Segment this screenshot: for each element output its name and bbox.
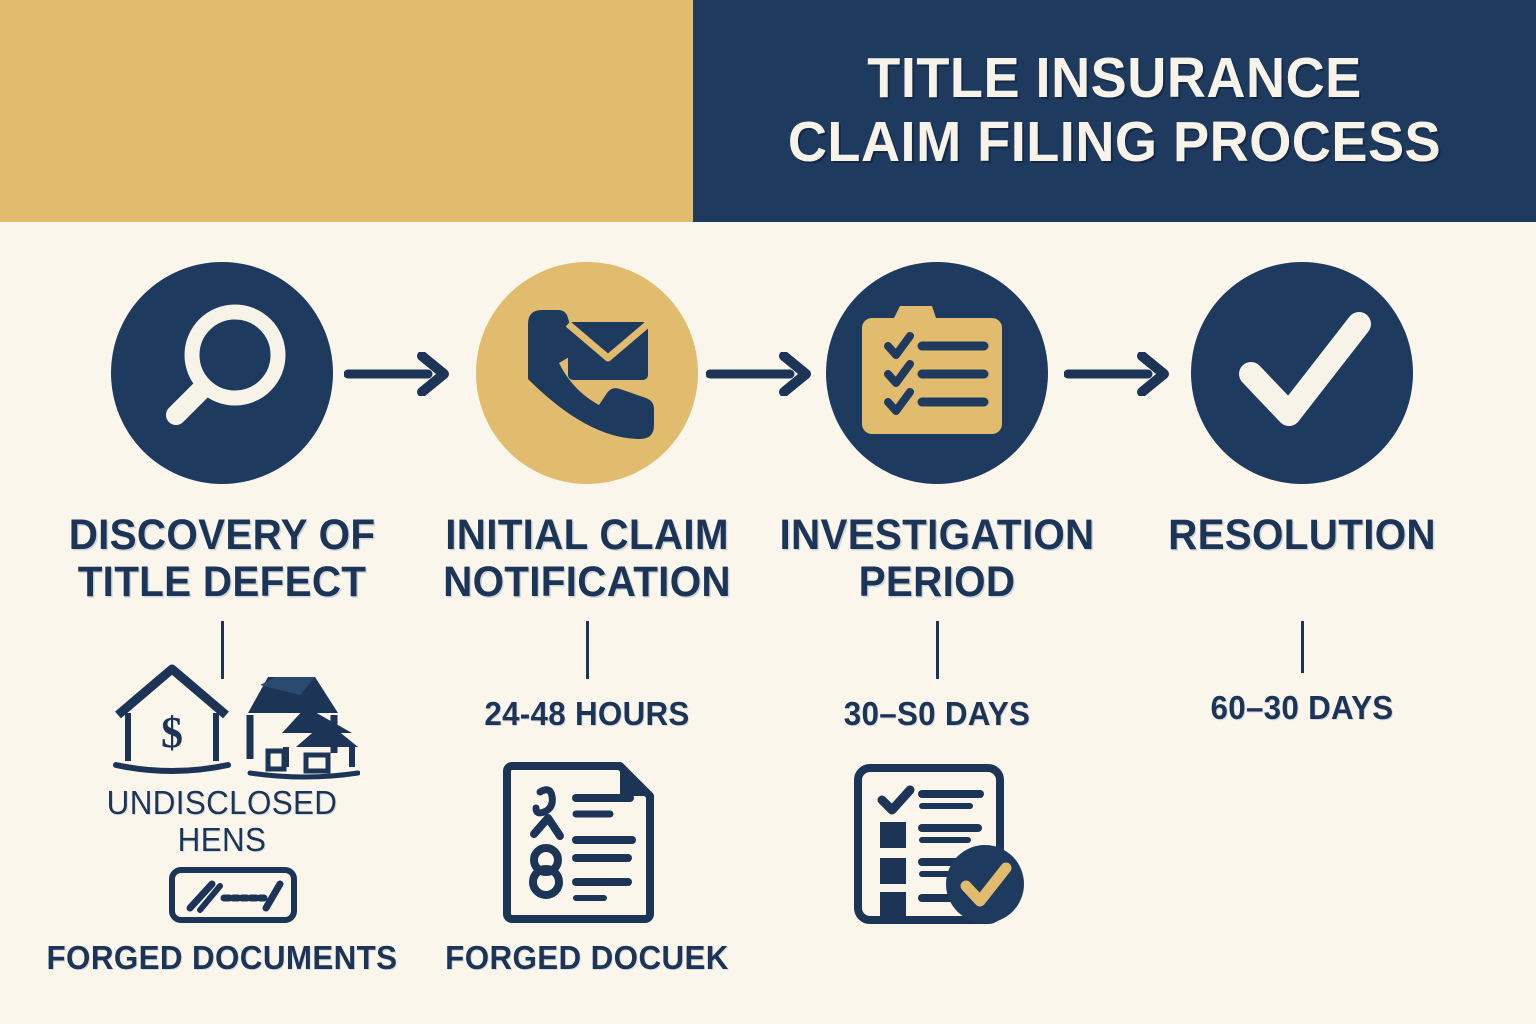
step-discovery-of-title-defect: DISCOVERY OF TITLE DEFECT bbox=[52, 262, 392, 679]
step-3-label-line-1: INVESTIGATION bbox=[779, 511, 1095, 559]
step-1-sublabel-2-text: FORGED DOCUMENTS bbox=[46, 939, 398, 976]
header-banner: TITLE INSURANCE CLAIM FILING PROCESS bbox=[0, 0, 1536, 222]
step-2-connector-tick bbox=[585, 620, 589, 679]
step-3-label: INVESTIGATION PERIOD bbox=[777, 511, 1097, 607]
arrow-right-icon bbox=[1063, 351, 1176, 397]
page-title-line-2: CLAIM FILING PROCESS bbox=[787, 110, 1442, 174]
step-1-label-line-1: DISCOVERY OF bbox=[68, 511, 376, 559]
header-navy-band bbox=[693, 0, 1536, 222]
step-3-duration: 30–S0 DAYS bbox=[843, 694, 1031, 732]
page-title: TITLE INSURANCE CLAIM FILING PROCESS bbox=[714, 0, 1515, 222]
step-1-icon-circle bbox=[111, 262, 333, 484]
step-4-label-line-1: RESOLUTION bbox=[1168, 511, 1436, 559]
step-2-duration: 24-48 HOURS bbox=[484, 694, 690, 732]
step-1-label: DISCOVERY OF TITLE DEFECT bbox=[62, 511, 382, 607]
step-2-sublabel-forged-docuek: FORGED DOCUEK bbox=[407, 939, 768, 977]
step-1-connector-tick bbox=[220, 620, 224, 679]
step-2-sublabel-text: FORGED DOCUEK bbox=[445, 939, 729, 976]
phone-envelope-icon bbox=[528, 310, 654, 439]
page-title-line-1: TITLE INSURANCE bbox=[867, 46, 1362, 111]
step-4-icon-circle bbox=[1191, 262, 1413, 484]
step-3-icon-circle bbox=[826, 262, 1048, 484]
arrow-right-icon bbox=[705, 351, 818, 397]
step-2-icon-circle bbox=[476, 262, 698, 484]
step-resolution: RESOLUTION 60–30 DAYS bbox=[1132, 262, 1472, 727]
step-2-label-line-2: NOTIFICATION bbox=[443, 558, 731, 607]
signature-box-icon bbox=[168, 866, 298, 929]
step-2-label: INITIAL CLAIM NOTIFICATION bbox=[427, 511, 747, 607]
step-2-label-line-1: INITIAL CLAIM bbox=[445, 511, 729, 559]
step-3-label-line-2: PERIOD bbox=[858, 558, 1016, 607]
checkmark-icon bbox=[1239, 312, 1371, 426]
step-1-sublabel-line-1: UNDISCLOSED bbox=[106, 784, 338, 821]
step-1-sublabel-undisclosed-liens: UNDISCLOSED HENS bbox=[61, 784, 384, 859]
step-1-label-line-2: TITLE DEFECT bbox=[77, 558, 367, 607]
arrow-right-icon bbox=[343, 351, 456, 397]
magnifying-glass-icon bbox=[166, 304, 286, 425]
step-3-connector-tick bbox=[935, 620, 939, 679]
header-gold-band bbox=[0, 0, 693, 222]
document-icon bbox=[500, 758, 665, 928]
step-1-sublabel-forged-documents: FORGED DOCUMENTS bbox=[42, 939, 403, 977]
step-4-label: RESOLUTION bbox=[1142, 511, 1462, 559]
step-4-connector-tick bbox=[1300, 621, 1304, 674]
step-initial-claim-notification: INITIAL CLAIM NOTIFICATION 24-48 HOURS bbox=[417, 262, 757, 733]
clipboard-checklist-icon bbox=[862, 306, 1002, 434]
step-investigation-period: INVESTIGATION PERIOD 30–S0 DAYS bbox=[767, 262, 1107, 733]
houses-icon: $ bbox=[100, 655, 361, 785]
step-4-duration: 60–30 DAYS bbox=[1210, 689, 1394, 727]
step-1-sublabel-line-2: HENS bbox=[177, 820, 267, 858]
checklist-approved-icon bbox=[852, 762, 1037, 932]
svg-text:$: $ bbox=[161, 708, 183, 757]
